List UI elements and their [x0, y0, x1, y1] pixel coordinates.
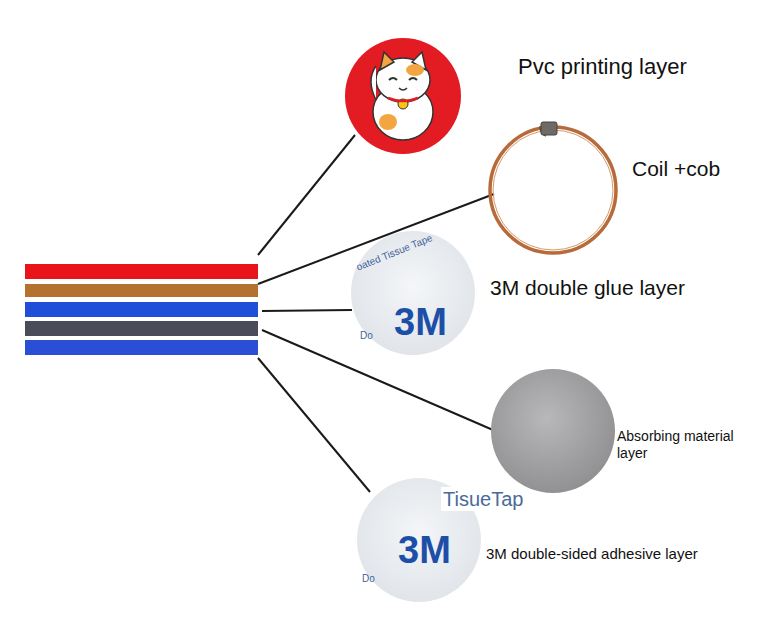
tape-logo: 3M — [398, 528, 451, 574]
layer-label: 3M double-sided adhesive layer — [486, 545, 698, 563]
absorber-band — [25, 321, 258, 336]
tape-logo: 3M — [394, 300, 447, 346]
leader-line — [258, 135, 355, 255]
pvc-sticker — [345, 38, 461, 154]
leader-line — [262, 330, 493, 430]
tape-print: Do — [360, 330, 373, 342]
coil — [490, 122, 616, 253]
leader-lines — [258, 135, 494, 492]
layer-label: 3M double glue layer — [490, 275, 685, 300]
pvc-band — [25, 264, 258, 279]
watermark: TisueTap — [441, 487, 525, 511]
leader-line — [258, 358, 370, 492]
layer-label: Absorbing material layer — [617, 428, 757, 462]
coil-band — [25, 284, 258, 297]
layer-label: Coil +cob — [632, 156, 720, 181]
layer-stack — [25, 264, 258, 355]
cob-chip — [541, 122, 557, 135]
leader-line — [262, 310, 352, 311]
adhesive-band — [25, 340, 258, 355]
tape-print: Do — [362, 573, 375, 585]
glue-band — [25, 302, 258, 317]
tape-disc — [351, 231, 475, 355]
absorber-disc — [491, 369, 615, 493]
layer-label: Pvc printing layer — [518, 54, 687, 80]
